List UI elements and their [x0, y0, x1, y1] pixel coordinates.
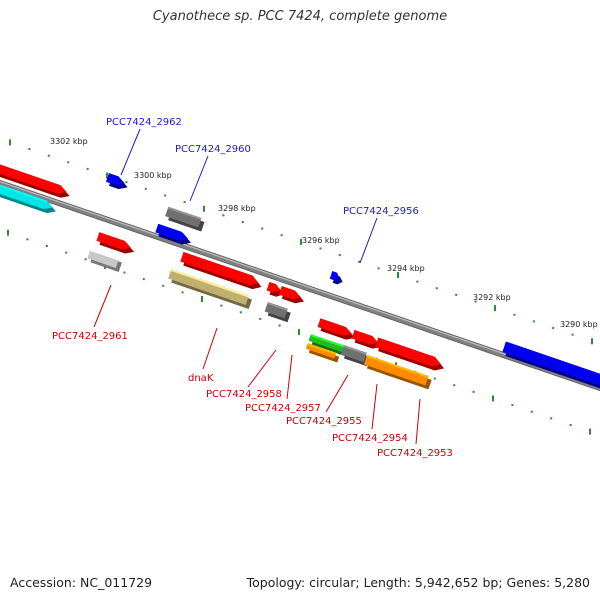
gene-feature-body[interactable] — [168, 269, 249, 306]
gene-feature-highlight — [108, 173, 119, 179]
gene-feature[interactable] — [180, 252, 262, 290]
gene-label-leader — [120, 128, 141, 176]
gene-feature[interactable] — [351, 330, 382, 349]
scale-tick-label: 3300 kbp — [134, 171, 172, 180]
gene-label[interactable]: dnaK — [188, 373, 214, 384]
gene-feature[interactable] — [264, 302, 291, 323]
gene-label-leader — [93, 284, 112, 328]
gene-label-leader — [286, 354, 293, 400]
gene-label-leader — [325, 374, 349, 413]
gene-feature[interactable] — [0, 178, 56, 214]
gene-label[interactable]: PCC7424_2956 — [343, 206, 419, 217]
gene-feature-body[interactable] — [266, 281, 281, 293]
scale-tick-label: 3302 kbp — [50, 137, 88, 146]
genome-backbone-layer — [0, 179, 600, 392]
gene-feature-highlight — [343, 344, 367, 355]
gene-feature[interactable] — [0, 160, 70, 198]
gene-feature-highlight — [366, 354, 429, 378]
gene-feature[interactable] — [168, 269, 252, 310]
gene-feature[interactable] — [329, 271, 343, 285]
gene-feature[interactable] — [340, 344, 370, 367]
gene-label[interactable]: PCC7424_2962 — [106, 117, 182, 128]
gene-feature-highlight — [268, 281, 277, 287]
gene-feature[interactable] — [96, 232, 135, 254]
gene-feature[interactable] — [317, 318, 356, 340]
gene-feature-body[interactable] — [165, 206, 202, 228]
gene-feature[interactable] — [363, 354, 432, 390]
gene-label-leader — [189, 155, 209, 202]
gene-label[interactable]: PCC7424_2961 — [52, 331, 128, 342]
gene-feature[interactable] — [305, 343, 340, 363]
gene-label[interactable]: PCC7424_2953 — [377, 448, 453, 459]
gene-feature-highlight — [182, 252, 253, 278]
gene-feature[interactable] — [155, 223, 192, 245]
gene-feature-body[interactable] — [264, 302, 288, 319]
gene-feature-body[interactable] — [502, 341, 600, 385]
gene-feature-highlight — [0, 184, 47, 203]
gene-feature-highlight — [505, 341, 600, 376]
gene-label-leader — [415, 398, 421, 445]
scale-tick-label: 3292 kbp — [473, 293, 511, 302]
gene-label-layer: PCC7424_2962PCC7424_2960PCC7424_2956PCC7… — [52, 117, 453, 459]
gene-feature-body[interactable] — [278, 286, 302, 300]
scale-tick-label: 3294 kbp — [387, 264, 425, 273]
gene-feature-layer[interactable] — [0, 160, 600, 390]
gene-feature-body[interactable] — [340, 344, 367, 363]
scale-tick-label: 3290 kbp — [560, 320, 598, 329]
gene-feature[interactable] — [165, 206, 205, 232]
gene-label-leader — [202, 327, 218, 370]
gene-feature-highlight — [170, 269, 249, 298]
map-title: Cyanothece sp. PCC 7424, complete genome — [152, 9, 448, 24]
gene-label-leader — [371, 383, 378, 430]
gene-label[interactable]: PCC7424_2955 — [286, 416, 362, 427]
gene-feature-highlight — [353, 330, 373, 339]
gene-label-leader — [359, 217, 378, 264]
gene-feature-body[interactable] — [87, 248, 119, 268]
gene-feature-body[interactable] — [375, 337, 442, 367]
gene-feature[interactable] — [106, 173, 128, 189]
gene-feature[interactable] — [278, 286, 305, 304]
gene-feature-highlight — [377, 337, 436, 359]
gene-feature-highlight — [89, 248, 119, 261]
gene-label[interactable]: PCC7424_2960 — [175, 144, 251, 155]
gene-label[interactable]: PCC7424_2957 — [245, 403, 321, 414]
gene-feature-highlight — [267, 302, 288, 311]
gene-feature-body[interactable] — [180, 252, 259, 286]
gene-feature-body[interactable] — [155, 223, 189, 241]
gene-feature-body[interactable] — [317, 318, 353, 336]
gene-feature-body[interactable] — [329, 271, 340, 281]
gene-feature-highlight — [281, 286, 296, 293]
gene-label[interactable]: PCC7424_2954 — [332, 433, 408, 444]
gene-feature-highlight — [0, 164, 61, 188]
gene-feature-highlight — [157, 223, 182, 234]
gene-feature-body[interactable] — [351, 330, 379, 345]
gene-label[interactable]: PCC7424_2958 — [206, 389, 282, 400]
gene-feature-highlight — [98, 232, 125, 243]
gene-feature-highlight — [310, 334, 344, 348]
genome-summary-text: Topology: circular; Length: 5,942,652 bp… — [246, 575, 590, 590]
gene-feature-highlight — [319, 318, 346, 329]
gene-feature[interactable] — [87, 248, 122, 272]
accession-text: Accession: NC_011729 — [10, 575, 153, 590]
scale-tick-layer: 3302 kbp 3300 kbp 3298 kbp 3296 kbp 3294 kbp… — [7, 137, 598, 435]
gene-feature[interactable] — [502, 341, 600, 389]
gene-feature-highlight — [331, 271, 338, 275]
gene-label-leader — [247, 349, 277, 388]
gene-feature-body[interactable] — [106, 173, 125, 185]
gene-feature[interactable] — [375, 337, 445, 371]
gene-feature-body[interactable] — [363, 354, 429, 386]
scale-tick-label: 3298 kbp — [218, 204, 256, 213]
gene-feature-highlight — [307, 343, 337, 355]
gene-feature-highlight — [167, 206, 202, 220]
gene-feature-body[interactable] — [96, 232, 132, 250]
scale-tick-label: 3296 kbp — [302, 236, 340, 245]
gene-feature-body[interactable] — [308, 334, 344, 353]
gene-feature[interactable] — [308, 334, 347, 357]
